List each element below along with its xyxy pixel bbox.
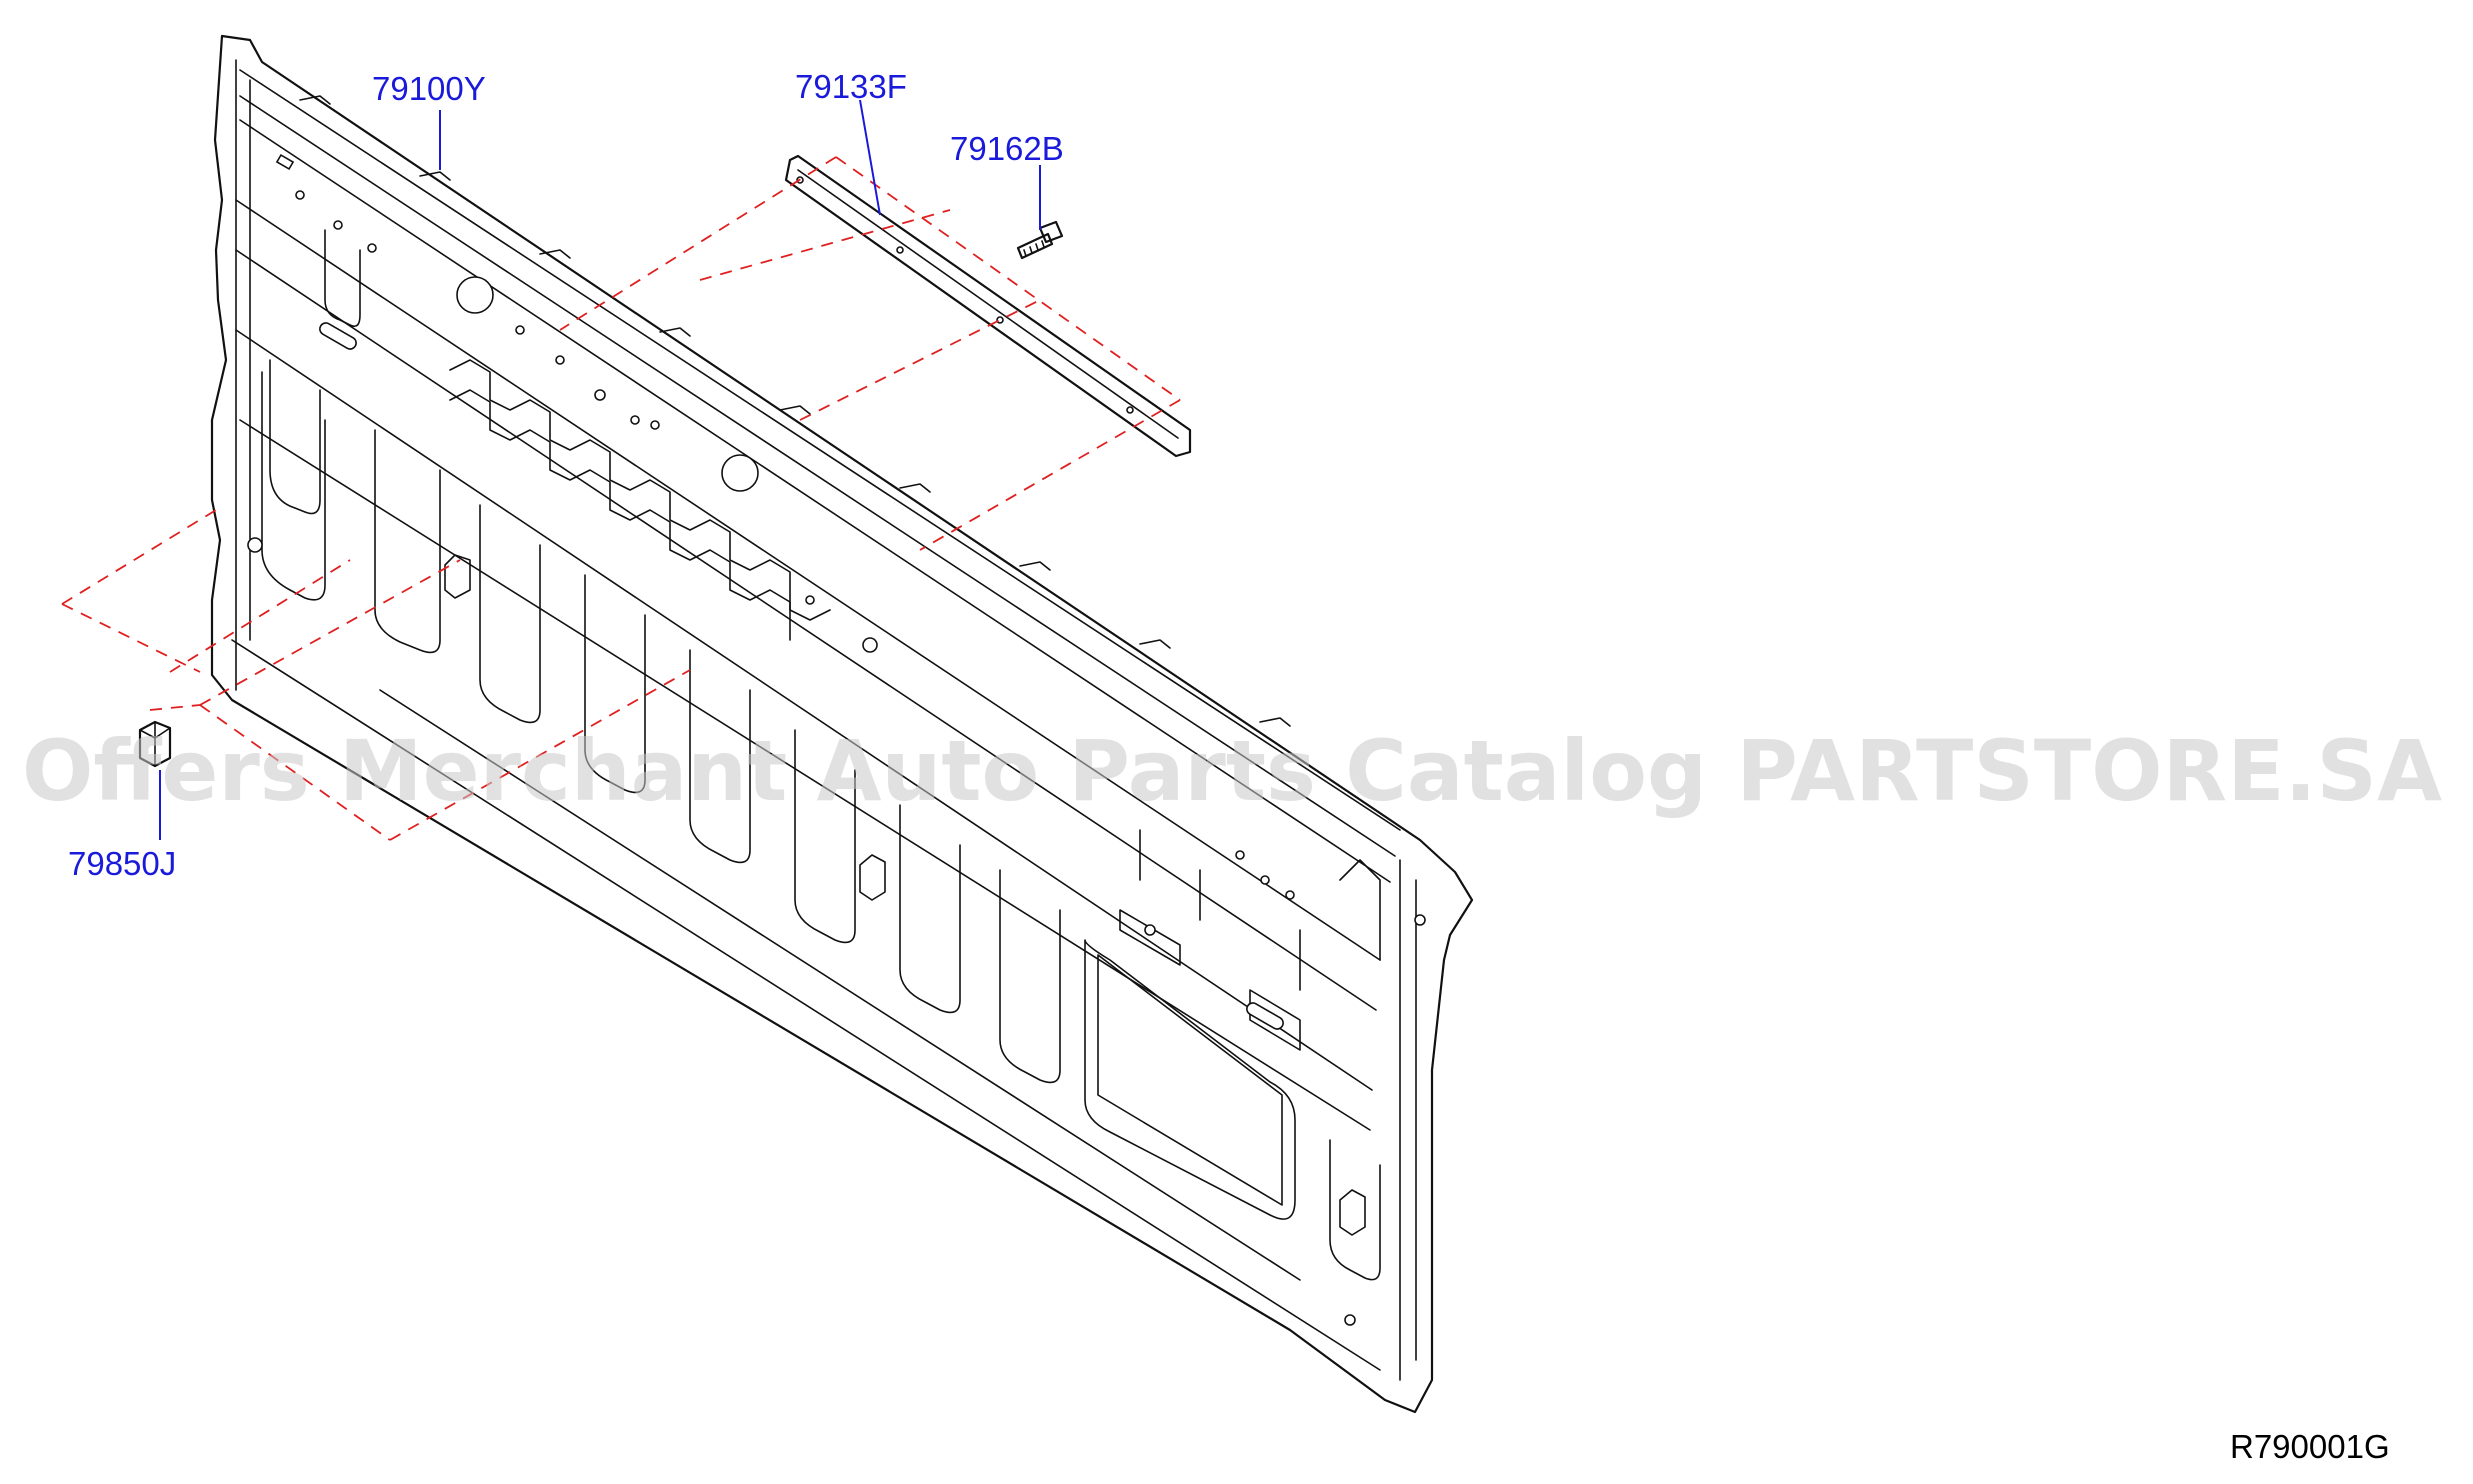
part-label-clip[interactable]: 79850J — [68, 845, 176, 882]
part-label-bolt[interactable]: 79162B — [950, 130, 1064, 167]
leader-lines — [159, 99, 1041, 840]
assembly-guide-lines — [61, 156, 1181, 841]
watermark-text: Offers Merchant Auto Parts Catalog PARTS… — [22, 722, 2442, 820]
part-label-main-panel[interactable]: 79100Y — [372, 70, 486, 107]
bolt-drawing — [1016, 220, 1064, 260]
part-label-strip[interactable]: 79133F — [795, 68, 907, 105]
diagram-reference-code: R790001G — [2230, 1428, 2390, 1465]
rear-panel-drawing — [210, 34, 1474, 1414]
strip-drawing — [784, 154, 1192, 458]
clip-drawing — [138, 720, 172, 768]
